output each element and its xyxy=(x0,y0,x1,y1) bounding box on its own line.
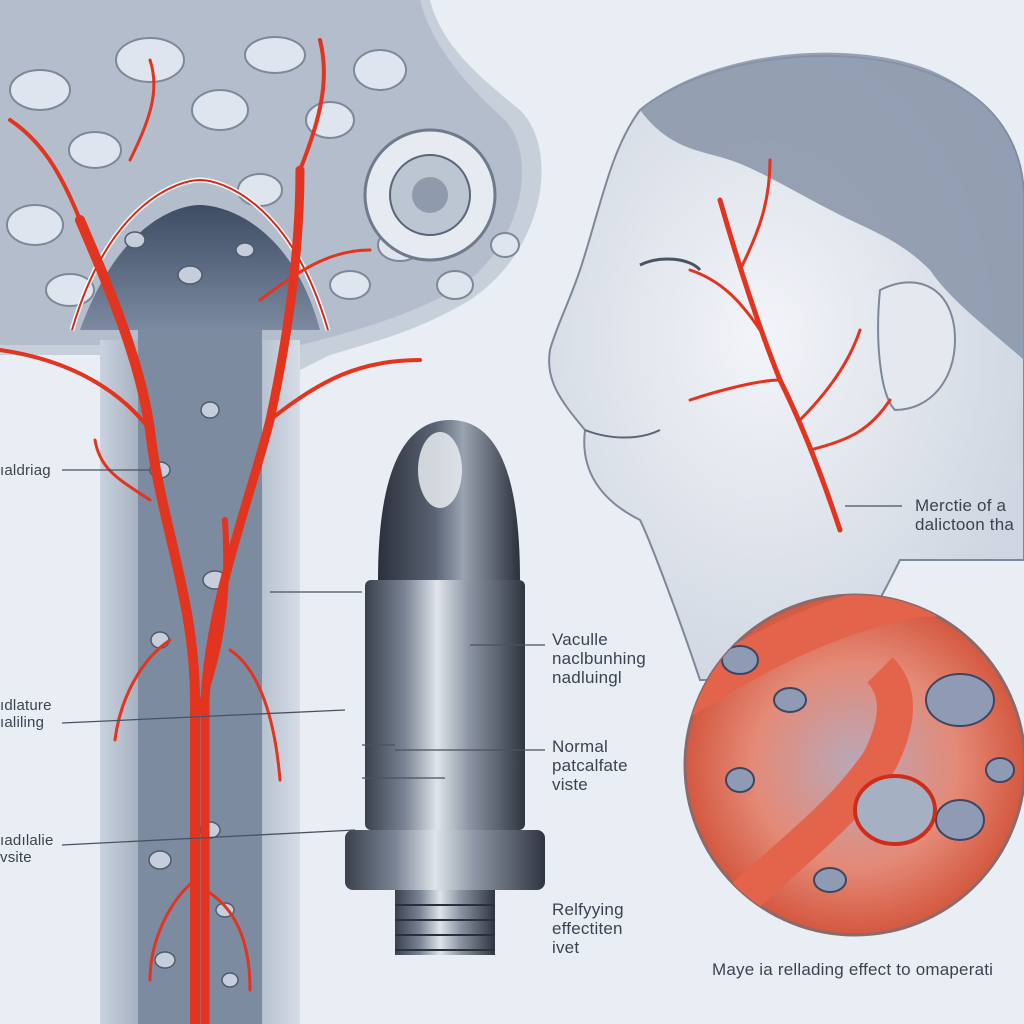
label-device-bottom: Relfyying effectiten ivet xyxy=(552,900,624,957)
vessel-tube xyxy=(69,177,331,1024)
facial-artery xyxy=(688,158,892,533)
label-left-bottom: ıadılalie vsite xyxy=(0,832,54,866)
label-left-mid: ıdlature ıaliling xyxy=(0,697,52,731)
bottom-caption: Maye ia rellading effect to omaperati xyxy=(712,960,994,979)
label-device-mid: Normal patcalfate viste xyxy=(552,737,628,794)
metal-device xyxy=(345,420,545,955)
label-face: Merctie of a dalictoon tha xyxy=(915,496,1015,534)
label-left-top: ıaldriag xyxy=(0,462,51,479)
cell-closeup xyxy=(363,128,497,262)
artery-network xyxy=(0,38,422,1024)
head-profile xyxy=(548,52,1024,681)
tissue-micrograph xyxy=(683,593,1024,937)
leader-lines xyxy=(61,469,902,846)
label-device-top: Vaculle naclbunhing nadluingl xyxy=(552,630,646,687)
